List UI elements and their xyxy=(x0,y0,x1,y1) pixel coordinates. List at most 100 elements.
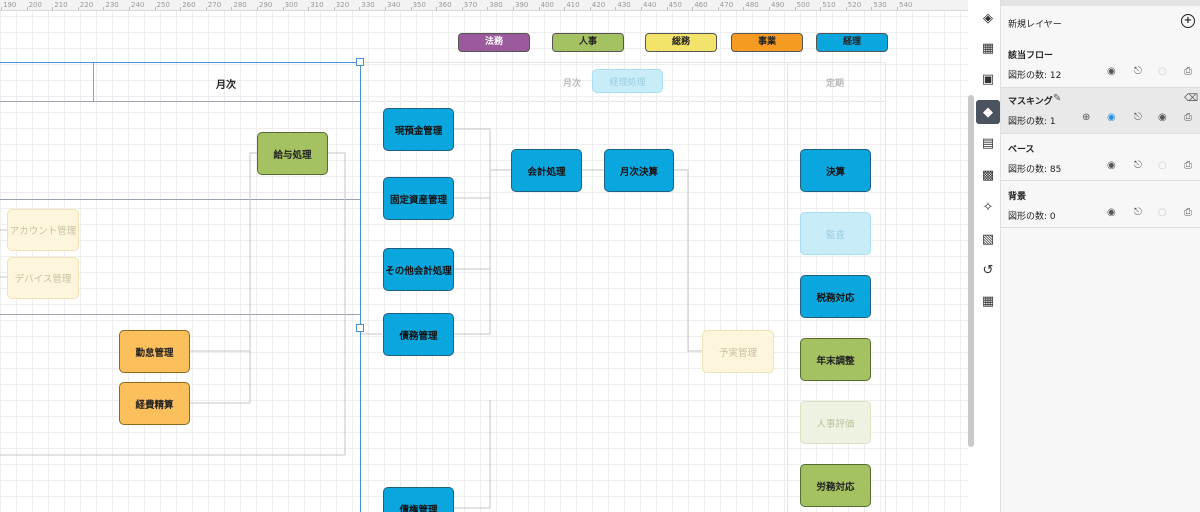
layer-row-background[interactable]: 背景 図形の数: 0 ◉ ⎋ ○ ⎙ xyxy=(1001,183,1200,228)
add-shape-icon[interactable]: ⊕ xyxy=(1082,112,1091,123)
ruler-tick xyxy=(257,7,258,10)
layer-count: 図形の数: 1 xyxy=(1008,117,1056,127)
panel-top-bar xyxy=(1001,0,1200,6)
separator xyxy=(1001,133,1200,134)
node-kaikei[interactable]: 会計処理 xyxy=(511,149,582,192)
separator xyxy=(1001,180,1200,181)
ruler-label: 310 xyxy=(310,1,324,9)
add-layer-icon[interactable]: + xyxy=(1181,14,1195,28)
layer-row-masking[interactable]: マスキング ✎ ⌫ 図形の数: 1 ⊕ ◉ ⎋ ◉ ⎙ xyxy=(1001,88,1200,133)
ruler-label: 530 xyxy=(873,1,887,9)
trash-icon[interactable]: ⌫ xyxy=(1184,93,1199,104)
ruler-label: 280 xyxy=(233,1,247,9)
selection-handle-top-right[interactable] xyxy=(356,58,364,66)
ruler-tick xyxy=(461,7,463,10)
unlock-icon[interactable]: ⎋ xyxy=(1134,112,1142,123)
ruler-tick xyxy=(205,7,207,10)
layer-count: 図形の数: 12 xyxy=(1008,71,1062,81)
eye-icon[interactable]: ◉ xyxy=(1107,207,1116,218)
node-account[interactable]: アカウント管理 xyxy=(7,209,79,251)
radio-selected-icon[interactable]: ◉ xyxy=(1158,112,1167,123)
eye-icon[interactable]: ◉ xyxy=(1107,112,1116,123)
ruler-label: 500 xyxy=(796,1,810,9)
ruler-label: 270 xyxy=(207,1,222,9)
node-saimu[interactable]: 債務管理 xyxy=(383,313,454,356)
legend-jinji[interactable]: 人事 xyxy=(552,33,624,52)
network-icon[interactable]: ✧ xyxy=(982,199,994,215)
ruler-tick xyxy=(129,7,130,10)
eye-icon[interactable]: ◉ xyxy=(1107,160,1116,171)
ruler-tick xyxy=(487,7,489,10)
new-layer-label[interactable]: 新規レイヤー xyxy=(1008,20,1062,30)
ruler-tick xyxy=(410,7,412,10)
ruler-label: 420 xyxy=(591,1,606,9)
ruler-label: 540 xyxy=(899,1,913,9)
ruler-label: 470 xyxy=(719,1,734,9)
radio-icon[interactable]: ○ xyxy=(1158,66,1167,77)
node-genyokin[interactable]: 現預金管理 xyxy=(383,108,454,151)
history-icon[interactable]: ↺ xyxy=(982,262,994,278)
header-periodic: 定期 xyxy=(826,79,845,89)
document-icon[interactable]: ▤ xyxy=(981,135,995,151)
node-nenmatsu[interactable]: 年末調整 xyxy=(800,338,871,381)
building-icon[interactable]: ▩ xyxy=(981,167,995,183)
print-icon[interactable]: ⎙ xyxy=(1184,160,1192,171)
node-kessan[interactable]: 決算 xyxy=(800,149,871,192)
pencil-icon[interactable]: ✎ xyxy=(1053,93,1062,104)
ruler-tick xyxy=(666,7,668,10)
ruler-label: 490 xyxy=(771,1,785,9)
print-icon[interactable]: ⎙ xyxy=(1184,112,1192,123)
paint-bucket-icon[interactable]: ◈ xyxy=(983,10,993,26)
print-icon[interactable]: ⎙ xyxy=(1184,66,1192,77)
layer-row-base[interactable]: ベース 図形の数: 85 ◉ ⎋ ○ ⎙ xyxy=(1001,136,1200,181)
node-saiken[interactable]: 債権管理 xyxy=(383,487,454,512)
node-kotei[interactable]: 固定資産管理 xyxy=(383,177,454,220)
node-jinji[interactable]: 人事評価 xyxy=(800,401,871,444)
ruler-tick xyxy=(282,7,284,10)
unlock-icon[interactable]: ⎋ xyxy=(1134,160,1142,171)
legend-jigyou[interactable]: 事業 xyxy=(731,33,803,52)
ruler-label: 250 xyxy=(156,1,170,9)
presentation-icon[interactable]: ▧ xyxy=(981,231,995,247)
ruler-tick xyxy=(359,7,361,10)
node-device[interactable]: デバイス管理 xyxy=(7,257,79,299)
ruler-tick xyxy=(231,7,233,10)
shapes-grid-icon[interactable]: ▦ xyxy=(981,40,995,56)
legend-soumu[interactable]: 総務 xyxy=(645,33,717,52)
radio-icon[interactable]: ○ xyxy=(1158,160,1167,171)
grid-plus-icon[interactable]: ▦ xyxy=(981,293,995,309)
node-kyuyo[interactable]: 給与処理 xyxy=(257,132,328,175)
node-romu[interactable]: 労務対応 xyxy=(800,464,871,507)
ruler-label: 220 xyxy=(79,1,94,9)
faint-right-border xyxy=(885,62,886,512)
layer-row-flow[interactable]: 該当フロー 図形の数: 12 ◉ ⎋ ○ ⎙ xyxy=(1001,42,1200,87)
layers-icon[interactable]: ◆ xyxy=(976,100,1000,124)
ruler-label: 410 xyxy=(566,1,580,9)
unlock-icon[interactable]: ⎋ xyxy=(1134,66,1142,77)
header-monthly: 月次 xyxy=(216,80,236,91)
ruler-tick xyxy=(77,7,79,10)
legend-keiri[interactable]: 経理 xyxy=(816,33,888,52)
print-icon[interactable]: ⎙ xyxy=(1184,207,1192,218)
eye-icon[interactable]: ◉ xyxy=(1107,66,1116,77)
ruler-label: 390 xyxy=(515,1,529,9)
node-kintai[interactable]: 勤怠管理 xyxy=(119,330,190,373)
unlock-icon[interactable]: ⎋ xyxy=(1134,207,1142,218)
header-keiri-faint[interactable]: 経理処理 xyxy=(592,69,663,93)
node-kansa[interactable]: 監査 xyxy=(800,212,871,255)
lane-divider-1 xyxy=(0,199,360,200)
node-sonota[interactable]: その他会計処理 xyxy=(383,248,454,291)
image-icon[interactable]: ▣ xyxy=(981,71,995,87)
selection-handle-mid-right[interactable] xyxy=(356,324,364,332)
node-zeimu[interactable]: 税務対応 xyxy=(800,275,871,318)
node-getsuji[interactable]: 月次決算 xyxy=(604,149,674,192)
ruler-label: 480 xyxy=(745,1,759,9)
legend-houmu[interactable]: 法務 xyxy=(458,33,530,52)
node-keihi[interactable]: 経費精算 xyxy=(119,382,190,425)
vertical-scrollbar[interactable] xyxy=(968,95,974,447)
radio-icon[interactable]: ○ xyxy=(1158,207,1167,218)
connector-lines xyxy=(0,128,702,509)
ruler-tick xyxy=(1,7,2,10)
node-yojitsu[interactable]: 予実管理 xyxy=(702,330,774,373)
